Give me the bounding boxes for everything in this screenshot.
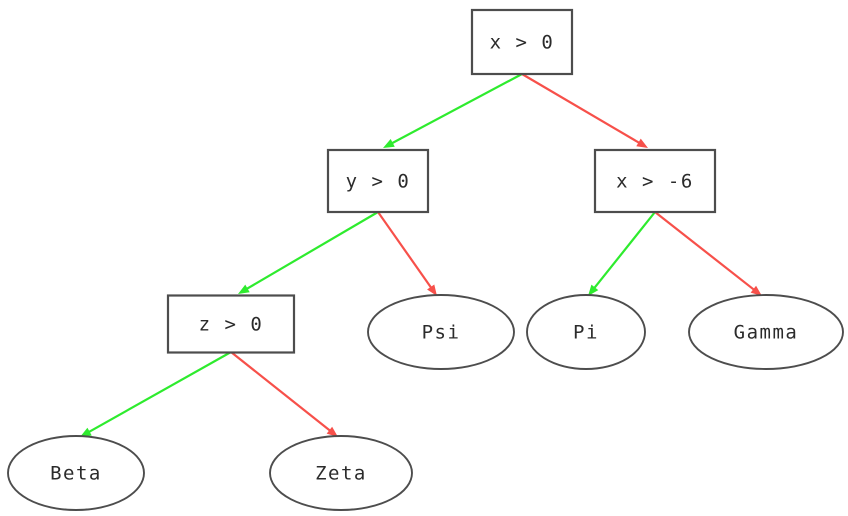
decision-node-label: x > 0 (490, 32, 555, 54)
leaf-node-ellipse (269, 435, 413, 511)
tree-edge-false (377, 211, 437, 296)
tree-edge-true (80, 351, 232, 437)
edge-line (86, 351, 232, 435)
decision-node-box (593, 148, 717, 214)
edge-arrowhead (427, 284, 437, 296)
decision-node-root[interactable]: x > 0 (470, 8, 574, 76)
decision-node-box (326, 148, 430, 214)
edge-line (389, 73, 523, 146)
tree-edge-true (588, 211, 656, 296)
edge-arrowhead (636, 138, 648, 148)
decision-node-label: y > 0 (346, 171, 411, 193)
edge-arrowhead (383, 138, 395, 148)
decision-node-box (470, 8, 574, 76)
edge-line (654, 211, 757, 292)
tree-edge-true (383, 73, 523, 148)
leaf-node-ellipse (526, 294, 646, 370)
edge-line (230, 351, 333, 433)
tree-edge-true (238, 211, 379, 294)
edge-arrowhead (238, 284, 250, 294)
leaf-node-label: Gamma (734, 322, 799, 344)
edge-layer (80, 73, 762, 437)
decision-node-label: z > 0 (199, 314, 264, 336)
decision-node-y_gt_0[interactable]: y > 0 (326, 148, 430, 214)
leaf-node-psi[interactable]: Psi (367, 294, 515, 370)
leaf-node-gamma[interactable]: Gamma (688, 294, 844, 370)
edge-line (521, 73, 642, 145)
leaf-node-zeta[interactable]: Zeta (269, 435, 413, 511)
decision-node-x_gt_m6[interactable]: x > -6 (593, 148, 717, 214)
leaf-node-label: Zeta (315, 463, 367, 485)
edge-arrowhead (326, 426, 338, 437)
edge-arrowhead (750, 285, 762, 296)
decision-node-z_gt_0[interactable]: z > 0 (166, 294, 296, 354)
leaf-node-beta[interactable]: Beta (7, 435, 145, 511)
decision-node-label: x > -6 (616, 171, 694, 193)
leaf-node-ellipse (367, 294, 515, 370)
tree-edge-false (654, 211, 762, 296)
tree-edge-false (521, 73, 648, 148)
tree-edge-false (230, 351, 338, 437)
leaf-node-pi[interactable]: Pi (526, 294, 646, 370)
edge-line (244, 211, 379, 291)
leaf-node-ellipse (688, 294, 844, 370)
leaf-node-label: Beta (50, 463, 102, 485)
edge-line (377, 211, 434, 291)
leaf-node-label: Pi (573, 322, 599, 344)
edge-line (592, 211, 656, 291)
edge-arrowhead (588, 284, 599, 296)
leaf-node-label: Psi (422, 322, 461, 344)
edge-arrowhead (80, 427, 92, 437)
decision-node-box (166, 294, 296, 354)
leaf-node-ellipse (7, 435, 145, 511)
